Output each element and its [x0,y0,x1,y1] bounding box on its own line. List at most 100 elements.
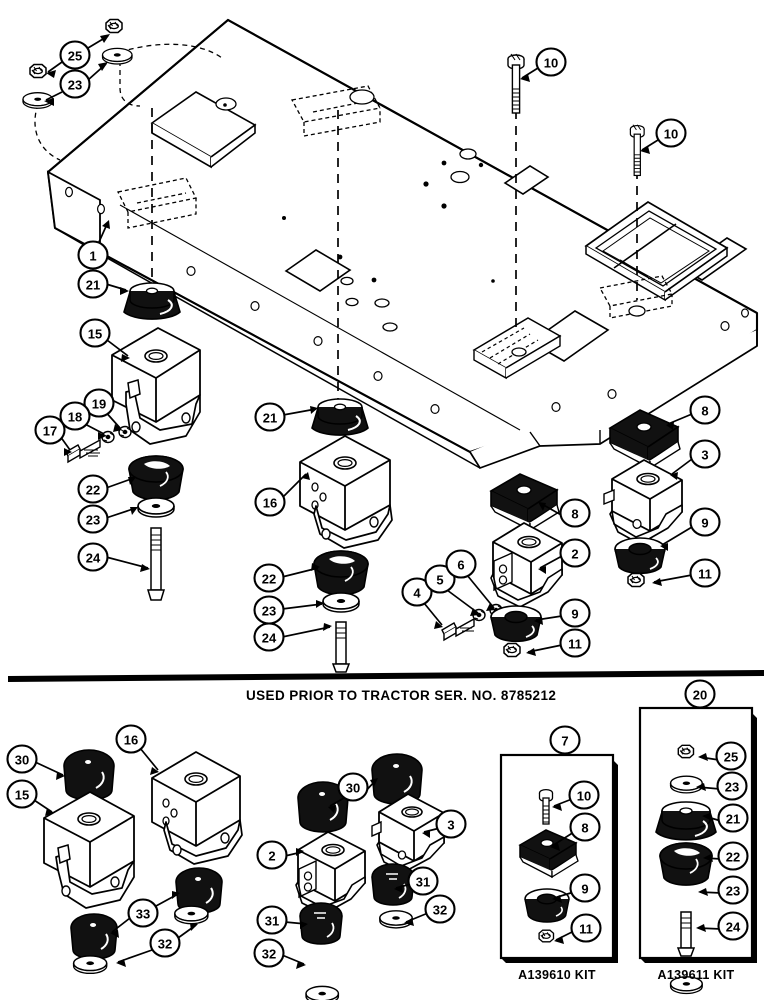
callout-31[interactable]: 31 [407,866,439,896]
callout-24[interactable]: 24 [717,911,749,941]
callout-10[interactable]: 10 [568,780,600,810]
callout-21[interactable]: 21 [77,269,109,299]
callout-11[interactable]: 11 [570,913,602,943]
bracket-15-bottom [43,791,135,909]
callout-9[interactable]: 9 [569,873,601,903]
callout-6[interactable]: 6 [445,549,477,579]
callout-circle [6,779,38,809]
callout-33[interactable]: 33 [127,898,159,928]
callout-23[interactable]: 23 [59,69,91,99]
callout-8[interactable]: 8 [569,812,601,842]
callout-bubbles: 2523101012115191817222324211622232445683… [6,40,749,968]
callout-5[interactable]: 5 [424,564,456,594]
callout-16[interactable]: 16 [115,724,147,754]
callout-2[interactable]: 2 [559,538,591,568]
leader-arrowheads [44,34,713,969]
callout-21[interactable]: 21 [717,803,749,833]
bushing-9-right [614,537,666,575]
callout-7[interactable]: 7 [549,725,581,755]
callout-number: 32 [158,937,172,952]
callout-15[interactable]: 15 [6,779,38,809]
callout-circle [59,40,91,70]
callout-circle [79,318,111,348]
mount-21-center [311,398,369,436]
mount-30-center-left [297,781,349,833]
callout-number: 5 [436,573,443,588]
callout-11[interactable]: 11 [559,628,591,658]
callout-22[interactable]: 22 [253,563,285,593]
lockwasher-19 [118,425,132,439]
callout-32[interactable]: 32 [149,928,181,958]
callout-circle [83,388,115,418]
callout-32[interactable]: 32 [253,938,285,968]
callout-23[interactable]: 23 [717,875,749,905]
kit2-mount-22 [659,842,713,886]
callout-15[interactable]: 15 [79,318,111,348]
callout-circle [77,474,109,504]
callout-number: 9 [571,607,578,622]
callout-8[interactable]: 8 [559,498,591,528]
assembly-centerlines [151,108,638,400]
callout-number: 21 [263,411,277,426]
callout-number: 22 [86,483,100,498]
callout-8[interactable]: 8 [689,395,721,425]
callout-11[interactable]: 11 [689,558,721,588]
callout-number: 31 [265,914,279,929]
hardware-washer-23-upper [101,47,133,65]
callout-23[interactable]: 23 [716,771,748,801]
callout-number: 15 [15,788,29,803]
callout-circle [115,724,147,754]
main-frame-assembly [22,18,759,470]
callout-24[interactable]: 24 [253,622,285,652]
callout-9[interactable]: 9 [689,507,721,537]
callout-number: 11 [698,567,712,582]
callout-23[interactable]: 23 [253,595,285,625]
callout-circle [559,498,591,528]
callout-16[interactable]: 16 [254,487,286,517]
callout-25[interactable]: 25 [59,40,91,70]
callout-24[interactable]: 24 [77,542,109,572]
callout-2[interactable]: 2 [256,840,288,870]
callout-number: 8 [571,507,578,522]
callout-3[interactable]: 3 [689,439,721,469]
callout-number: 11 [568,637,582,652]
callout-9[interactable]: 9 [559,598,591,628]
callout-circle [77,504,109,534]
callout-32[interactable]: 32 [424,894,456,924]
callout-10[interactable]: 10 [655,118,687,148]
callout-19[interactable]: 19 [83,388,115,418]
callout-number: 23 [262,604,276,619]
callout-circle [435,809,467,839]
callout-number: 9 [701,516,708,531]
locknut-11-right [627,572,645,588]
callout-22[interactable]: 22 [77,474,109,504]
callout-22[interactable]: 22 [717,841,749,871]
bolt-24-center [331,621,351,673]
callout-4[interactable]: 4 [401,577,433,607]
callout-25[interactable]: 25 [715,741,747,771]
kit-label-a139611: A139611 KIT [658,968,735,982]
callout-number: 2 [571,547,578,562]
callout-number: 23 [86,513,100,528]
washer-32-lower [72,955,108,975]
callout-circle [559,628,591,658]
washer-23-center [322,592,360,613]
callout-20[interactable]: 20 [684,679,716,709]
callout-21[interactable]: 21 [254,402,286,432]
callout-number: 31 [416,875,430,890]
callout-18[interactable]: 18 [59,401,91,431]
callout-10[interactable]: 10 [535,47,567,77]
callout-30[interactable]: 30 [6,744,38,774]
callout-number: 24 [86,551,101,566]
callout-number: 10 [664,127,678,142]
callout-31[interactable]: 31 [256,905,288,935]
callout-circle [717,875,749,905]
callout-3[interactable]: 3 [435,809,467,839]
callout-1[interactable]: 1 [77,240,109,270]
callout-30[interactable]: 30 [337,772,369,802]
callout-23[interactable]: 23 [77,504,109,534]
callout-17[interactable]: 17 [34,415,66,445]
chassis-frame-part-1 [46,18,759,470]
callout-circle [689,395,721,425]
